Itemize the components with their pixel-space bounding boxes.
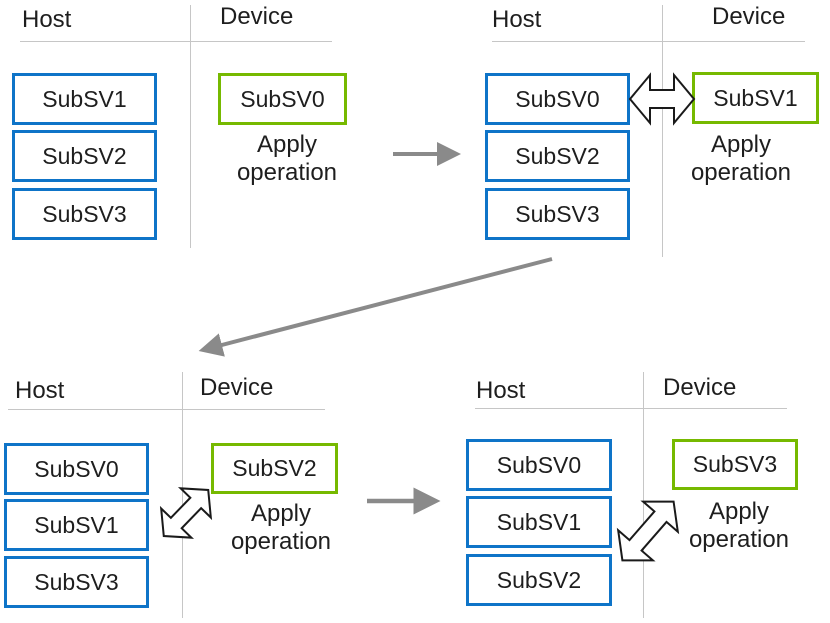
panel1-column-divider bbox=[190, 5, 191, 248]
panel4-apply-operation-caption: Apply operation bbox=[688, 498, 790, 553]
panel1-header-rule bbox=[20, 41, 332, 42]
panel1-host-header: Host bbox=[22, 6, 72, 33]
panel3-apply-operation-caption: Apply operation bbox=[230, 500, 332, 555]
panel3-host-box-3: SubSV3 bbox=[4, 556, 149, 608]
panel2-host-box-1: SubSV0 bbox=[485, 73, 630, 125]
panel3-header-rule bbox=[8, 409, 325, 410]
panel1-device-box: SubSV0 bbox=[218, 73, 347, 125]
panel3-device-box: SubSV2 bbox=[211, 443, 338, 494]
panel3-host-header: Host bbox=[15, 377, 65, 404]
panel4-header-rule bbox=[475, 408, 787, 409]
panel2-host-box-3: SubSV3 bbox=[485, 188, 630, 240]
panel2-column-divider bbox=[662, 5, 663, 257]
panel2-host-header: Host bbox=[492, 6, 542, 33]
panel4-host-box-2: SubSV1 bbox=[466, 496, 612, 548]
panel1-host-box-3: SubSV3 bbox=[12, 188, 157, 240]
panel2-header-rule bbox=[492, 41, 805, 42]
panel1-apply-operation-caption: Apply operation bbox=[236, 131, 338, 186]
panel3-host-box-1: SubSV0 bbox=[4, 443, 149, 495]
panel4-device-header: Device bbox=[663, 374, 737, 401]
panel3-host-box-2: SubSV1 bbox=[4, 499, 149, 551]
panel4-host-box-3: SubSV2 bbox=[466, 554, 612, 606]
panel2-device-header: Device bbox=[712, 3, 786, 30]
flow-arrow-step2-to-step3-icon bbox=[198, 257, 553, 357]
panel4-host-box-1: SubSV0 bbox=[466, 439, 612, 491]
panel2-apply-operation-caption: Apply operation bbox=[690, 131, 792, 186]
panel3-device-header: Device bbox=[200, 374, 274, 401]
panel1-host-box-1: SubSV1 bbox=[12, 73, 157, 125]
panel4-device-box: SubSV3 bbox=[672, 439, 798, 490]
panel1-host-box-2: SubSV2 bbox=[12, 130, 157, 182]
panel4-host-header: Host bbox=[476, 377, 526, 404]
panel2-device-box: SubSV1 bbox=[692, 72, 819, 124]
panel4-column-divider bbox=[643, 372, 644, 618]
panel1-device-header: Device bbox=[220, 3, 294, 30]
panel2-host-box-2: SubSV2 bbox=[485, 130, 630, 182]
